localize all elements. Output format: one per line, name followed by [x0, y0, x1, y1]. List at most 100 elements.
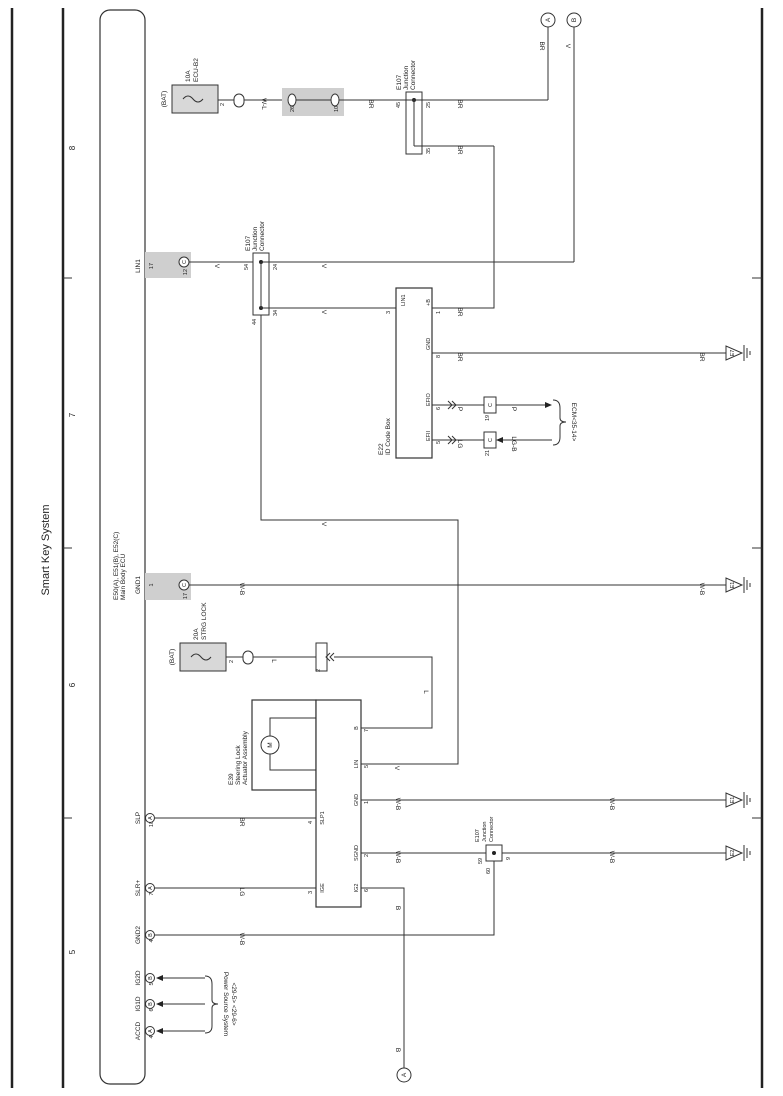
steering-lock-name1: Steering Lock	[235, 745, 242, 785]
ref-e52-c-1: C	[182, 260, 188, 264]
id-code-box-id: E22	[378, 443, 385, 455]
ecu-id: E50(A), E51(B), E52(C)	[113, 532, 120, 600]
ground-e1-label: E1	[730, 582, 736, 589]
jc-gnd-pin-59: 59	[478, 858, 484, 864]
wire-label-lg-1: LG	[456, 440, 463, 449]
sl-pin-gnd-label: GND	[354, 794, 360, 806]
jc-top-pin-25: 25	[426, 102, 432, 108]
ecu-pin-ig1d-label: IG1D	[135, 996, 142, 1011]
power-source-ref: <29-5> <29-6>	[230, 982, 237, 1025]
ecm-ref: ECM<35-14>	[570, 403, 577, 442]
ecu-pin-gnd2-num: 4	[149, 939, 155, 942]
fuse-strg-lock-connector	[242, 650, 254, 665]
fuse-ecu-b2-name: ECU-B2	[193, 58, 200, 82]
wire-label-b-2: B	[394, 1048, 401, 1052]
id-box-pin-b-num: 1	[436, 311, 442, 314]
ref-a-top: A	[545, 17, 552, 22]
power-source-name: Power Source System	[222, 972, 229, 1036]
main-body-ecu: E50(A), E51(B), E52(C) Main Body ECU	[99, 9, 146, 1085]
section-number-5: 5	[68, 949, 77, 954]
junction-gnd-name2: Connector	[489, 816, 495, 842]
fuse-strg-lock-bat: (BAT)	[169, 649, 176, 666]
fuse-ecu-b2-connector	[233, 93, 245, 108]
steering-lock-id: E39	[228, 773, 235, 785]
id-box-pin-lin1-label: LIN1	[401, 294, 407, 306]
wire-label-w-b-7: W-B	[238, 933, 245, 946]
section-number-6: 6	[68, 682, 77, 687]
wire-label-l-2: L	[422, 690, 429, 694]
wire-label-br-8: BR	[238, 817, 245, 826]
sl-pin-b-num: 7	[364, 729, 370, 732]
steering-lock-name2: Actuator Assembly	[242, 730, 249, 785]
wire-label-br-4: BR	[538, 41, 545, 50]
inline-connector-21-num: 21	[485, 450, 491, 456]
jc-mid-pin-54: 54	[244, 264, 250, 270]
wire-label-w-b-4: W-B	[608, 798, 615, 811]
inline-connector-10-num: 10	[334, 106, 340, 112]
wire-label-v-5: V	[320, 522, 327, 527]
wire-label-w-b-1: W-B	[238, 583, 245, 596]
id-box-pin-efii-label: EFII	[426, 430, 432, 441]
sl-pin-sgnd-num: 2	[364, 854, 370, 857]
ecu-pin-slr-label: SLR+	[135, 880, 142, 897]
ref-b-top: B	[571, 18, 578, 22]
sl-pin-sgnd-label: SGND	[354, 845, 360, 861]
jc-mid-pin-34: 34	[273, 310, 279, 316]
wire-label-w-b-6: W-B	[608, 851, 615, 864]
ground-e7-label: E7	[730, 350, 736, 357]
junction-mid-name2: Connector	[259, 220, 266, 251]
ref-a-slp: A	[148, 816, 154, 820]
fuse-ecu-b2-pin: 2	[220, 103, 226, 106]
sl-pin-gnd-num: 1	[364, 801, 370, 804]
ecu-pin-gnd1-label: GND1	[135, 576, 142, 594]
id-code-box	[395, 287, 433, 459]
power-source-arrows	[156, 975, 219, 1034]
fuse-ecu-b2	[171, 84, 219, 114]
wire-label-b-1: B	[394, 906, 401, 910]
id-box-pin-gnd-num: 8	[436, 355, 442, 358]
fuse-strg-lock	[179, 642, 227, 672]
sl-pin-lin-num: 5	[364, 765, 370, 768]
sl-pin-lin-label: LIN	[354, 760, 360, 769]
ground-e7-icon	[725, 345, 751, 361]
jc-mid-pin-44: 44	[252, 319, 258, 325]
wire-label-lg-b: LG-B	[510, 436, 517, 451]
inline-connector-26	[287, 93, 297, 107]
wire-label-lg-2: LG	[238, 888, 245, 897]
ground-e1b-icon	[725, 792, 751, 808]
fuse-ecu-b2-bat: (BAT)	[161, 91, 168, 108]
ecu-pin-ig1d-num: 6	[149, 1008, 155, 1011]
id-box-pin-lin1-num: 3	[386, 311, 392, 314]
ecu-pin-accd-label: ACCD	[135, 1021, 142, 1040]
id-box-pin-efio-label: EFIO	[426, 392, 432, 406]
inline-connector-19-num: 19	[485, 415, 491, 421]
jc-gnd-pin-9: 9	[506, 857, 512, 860]
ref-b-ig1d: B	[148, 1002, 154, 1006]
ecu-pin-slp-label: SLP	[135, 812, 142, 824]
ecu-pin-gnd1-num: 1	[149, 583, 155, 586]
inline-connector-19-ref: C	[488, 403, 494, 407]
fuse-strg-lock-pin: 2	[229, 660, 235, 663]
wire-label-w-b-2: W-B	[698, 583, 705, 596]
jc-top-pin-35: 35	[426, 148, 432, 154]
ecu-pin-accd-num: 4	[149, 1035, 155, 1038]
ecu-pin-slr-num: 7	[149, 892, 155, 895]
ref-a-slr: A	[148, 886, 154, 890]
fuse-strg-lock-name: STRG LOCK	[201, 602, 208, 640]
sl-pin-slp1-num: 4	[308, 821, 314, 824]
junction-top-id: E107	[396, 74, 403, 90]
ref-e52-c-2: C	[182, 583, 188, 587]
id-box-pin-gnd-label: GND	[426, 338, 432, 350]
sl-pin-ige-label: IGE	[320, 883, 326, 893]
wire-label-br-5: BR	[456, 307, 463, 316]
ref-b-ig2d: B	[148, 976, 154, 980]
id-box-pin-b-label: +B	[426, 299, 432, 306]
ecu-name: Main Body ECU	[120, 553, 127, 600]
ground-e2-label: E2	[730, 850, 736, 857]
wire-label-br-7: BR	[698, 352, 705, 361]
ground-e2-icon	[725, 845, 751, 861]
ecu-pin-lin1-num: 17	[149, 263, 155, 269]
junction-top-name2: Connector	[410, 59, 417, 90]
wire-label-v-4: V	[320, 310, 327, 315]
ref-a-bottom: A	[401, 1072, 408, 1077]
